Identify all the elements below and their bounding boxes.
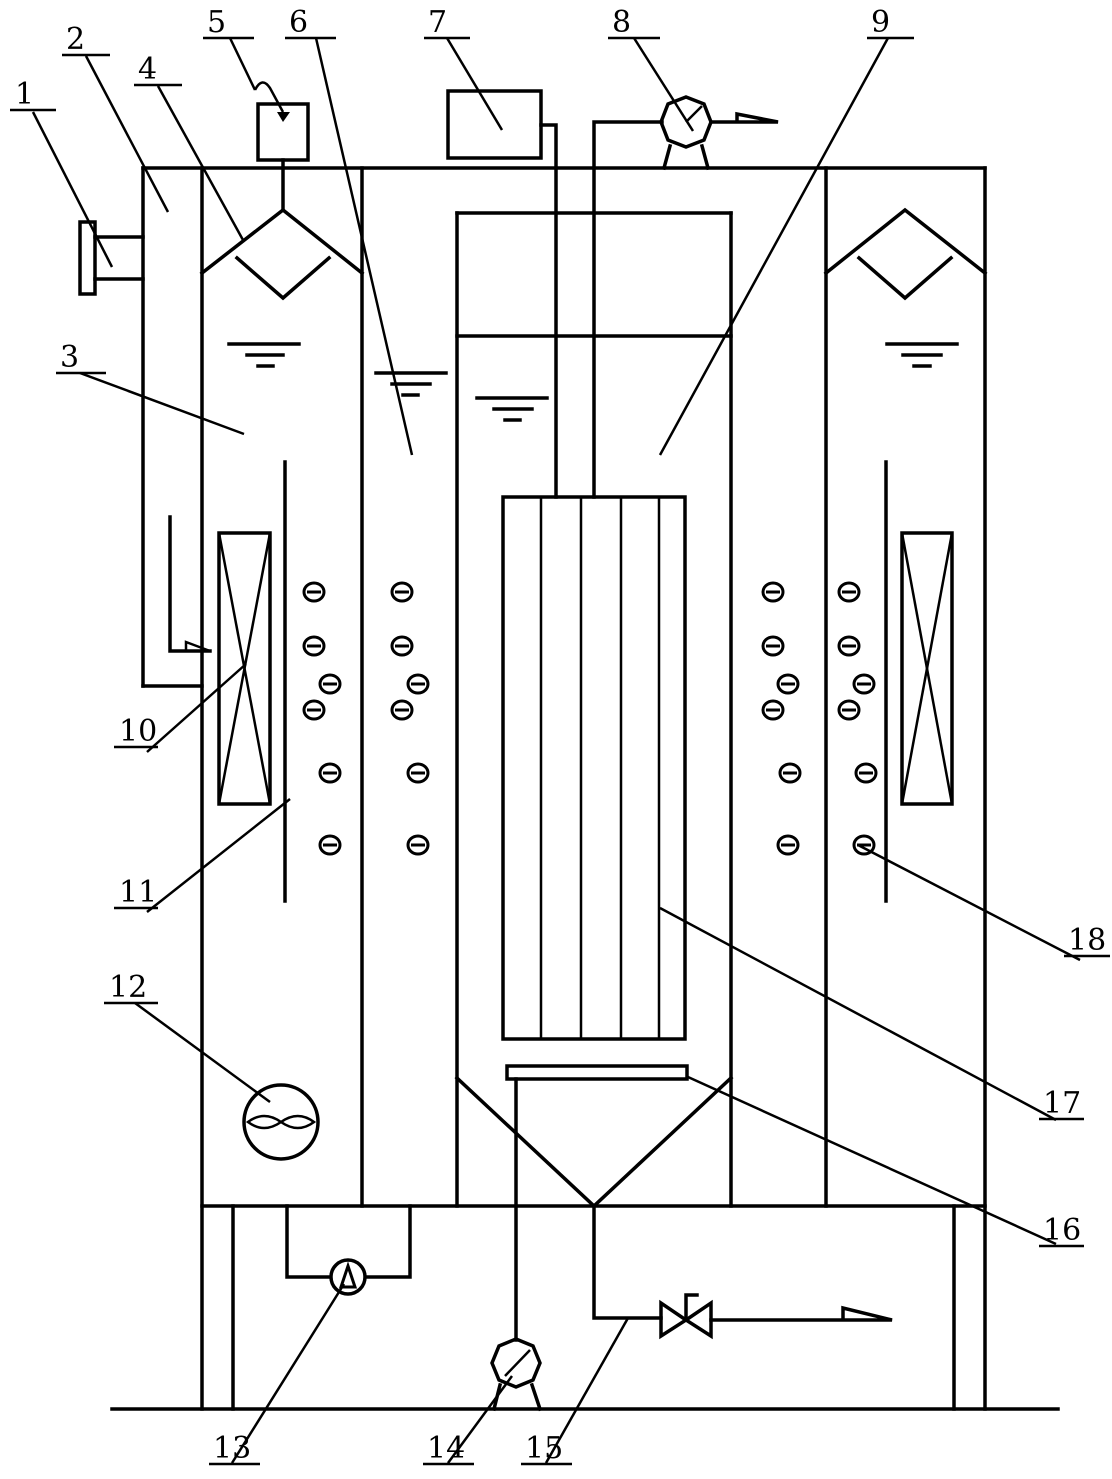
bubble (852, 673, 876, 695)
label-6: 6 (289, 5, 308, 40)
bubble (406, 834, 430, 856)
separator-right (823, 207, 988, 276)
leader-line (79, 371, 245, 436)
label-18: 18 (1068, 923, 1106, 958)
leader-line (659, 906, 1057, 1122)
leader-line (658, 37, 890, 456)
label-4: 4 (138, 52, 157, 87)
filler-right (900, 531, 954, 806)
bubble (302, 635, 326, 657)
leader-line (146, 798, 291, 913)
bubble (390, 635, 414, 657)
label-14: 14 (427, 1431, 465, 1466)
bubble (837, 581, 861, 603)
separator-left (199, 207, 365, 276)
leader-line (146, 663, 247, 753)
leader-line (228, 37, 257, 91)
bubble (837, 635, 861, 657)
leader-lines (10, 36, 1110, 1466)
bubble (776, 673, 800, 695)
inlet-flange (78, 220, 145, 296)
bubble (390, 581, 414, 603)
membrane-module (501, 495, 687, 1041)
circulation-pump (285, 1204, 412, 1296)
label-2: 2 (66, 22, 85, 57)
bubble (761, 699, 785, 721)
label-9: 9 (871, 5, 890, 40)
leader-line (314, 37, 414, 456)
leader-line (857, 843, 1081, 962)
label-17: 17 (1043, 1086, 1081, 1121)
leader-line (687, 1075, 1057, 1246)
bubble (854, 762, 878, 784)
support-legs (231, 1204, 956, 1411)
inlet-pipe (168, 515, 212, 653)
label-8: 8 (612, 5, 631, 40)
bubble (406, 762, 430, 784)
bubble (390, 699, 414, 721)
bubble (778, 762, 802, 784)
bubble (318, 834, 342, 856)
label-10: 10 (119, 714, 157, 749)
label-3: 3 (60, 340, 79, 375)
bubble (406, 673, 430, 695)
label-1: 1 (15, 77, 34, 112)
bubble (776, 834, 800, 856)
water-levels (227, 342, 959, 422)
leader-line (134, 1001, 271, 1104)
bubble (302, 581, 326, 603)
leader-line (446, 1375, 514, 1464)
label-11: 11 (119, 875, 157, 910)
leader-line (156, 85, 245, 241)
leader-line (632, 37, 695, 132)
label-5: 5 (207, 5, 226, 40)
bubbles (302, 581, 878, 856)
bubble (761, 635, 785, 657)
sludge-discharge (592, 1204, 893, 1340)
label-13: 13 (213, 1431, 251, 1466)
filler-left (217, 531, 272, 806)
leader-line (230, 1283, 346, 1464)
leader-line (544, 1317, 630, 1464)
label-7: 7 (428, 5, 447, 40)
stirrer (242, 1083, 320, 1161)
bubble (837, 699, 861, 721)
label-15: 15 (525, 1431, 563, 1466)
bubble (761, 581, 785, 603)
aeration-plate (505, 1064, 689, 1081)
bubble (318, 762, 342, 784)
water-seal (253, 81, 310, 162)
bubble (318, 673, 342, 695)
leader-line (445, 37, 504, 131)
label-16: 16 (1043, 1213, 1081, 1248)
suction-pump (592, 95, 779, 499)
air-blower (490, 1337, 543, 1412)
leader-line (84, 55, 170, 213)
bubble (302, 699, 326, 721)
dosing-tank (446, 89, 558, 499)
label-12: 12 (109, 970, 147, 1005)
leader-line (31, 111, 114, 268)
